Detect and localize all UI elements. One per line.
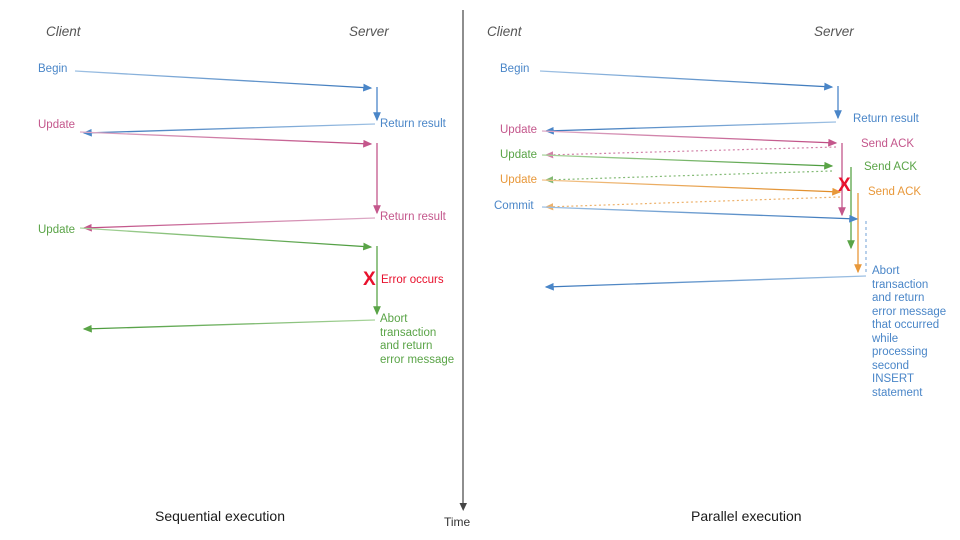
right-label-return-result: Return result <box>853 113 919 125</box>
arrow-update-pink-left <box>79 131 373 148</box>
error-x-icon-right: X <box>838 175 851 196</box>
left-label-begin: Begin <box>38 63 68 75</box>
left-label-return-result-2: Return result <box>380 211 446 223</box>
right-label-begin: Begin <box>500 63 530 75</box>
arrow-return-result-right <box>544 121 837 135</box>
right-label-send-ack-green: Send ACK <box>864 161 918 173</box>
left-label-update-green: Update <box>38 224 76 236</box>
left-label-abort-message: Abort transaction and return error messa… <box>380 313 455 366</box>
arrow-update-green-right <box>541 154 834 170</box>
right-actor-client-label: Client <box>487 24 522 39</box>
arrow-update-pink-right <box>541 130 838 147</box>
arrow-update-orange-right <box>541 179 842 196</box>
right-actor-server-label: Server <box>814 24 854 39</box>
time-axis-label: Time <box>444 515 471 529</box>
right-label-send-ack-pink: Send ACK <box>861 138 915 150</box>
arrow-abort-left <box>82 319 376 333</box>
arrow-return-result-2-left <box>82 217 376 232</box>
left-label-error-occurs: Error occurs <box>381 274 444 286</box>
arrow-return-result-1-left <box>82 123 376 137</box>
left-label-update-pink: Update <box>38 119 76 131</box>
error-x-icon-left: X <box>363 269 376 290</box>
time-axis-arrowhead <box>459 503 467 511</box>
right-label-commit: Commit <box>494 200 534 212</box>
arrow-send-ack-pink-right <box>544 146 837 159</box>
arrow-begin-left <box>74 70 373 92</box>
right-label-abort-message: Abort transaction and return error messa… <box>872 265 947 399</box>
right-label-send-ack-orange: Send ACK <box>868 186 922 198</box>
arrow-send-ack-orange-right <box>544 196 841 211</box>
left-panel-caption: Sequential execution <box>155 508 285 524</box>
left-actor-client-label: Client <box>46 24 81 39</box>
arrow-commit-right <box>541 206 859 223</box>
arrow-abort-right <box>544 275 867 291</box>
arrow-send-ack-green-right <box>544 170 833 184</box>
right-label-update-pink: Update <box>500 124 538 136</box>
right-label-update-orange: Update <box>500 174 538 186</box>
right-label-update-green: Update <box>500 149 538 161</box>
right-panel-caption: Parallel execution <box>691 508 802 524</box>
left-actor-server-label: Server <box>349 24 389 39</box>
left-label-return-result-1: Return result <box>380 118 446 130</box>
arrow-update-green-left <box>79 227 373 251</box>
arrow-begin-right <box>539 70 834 91</box>
